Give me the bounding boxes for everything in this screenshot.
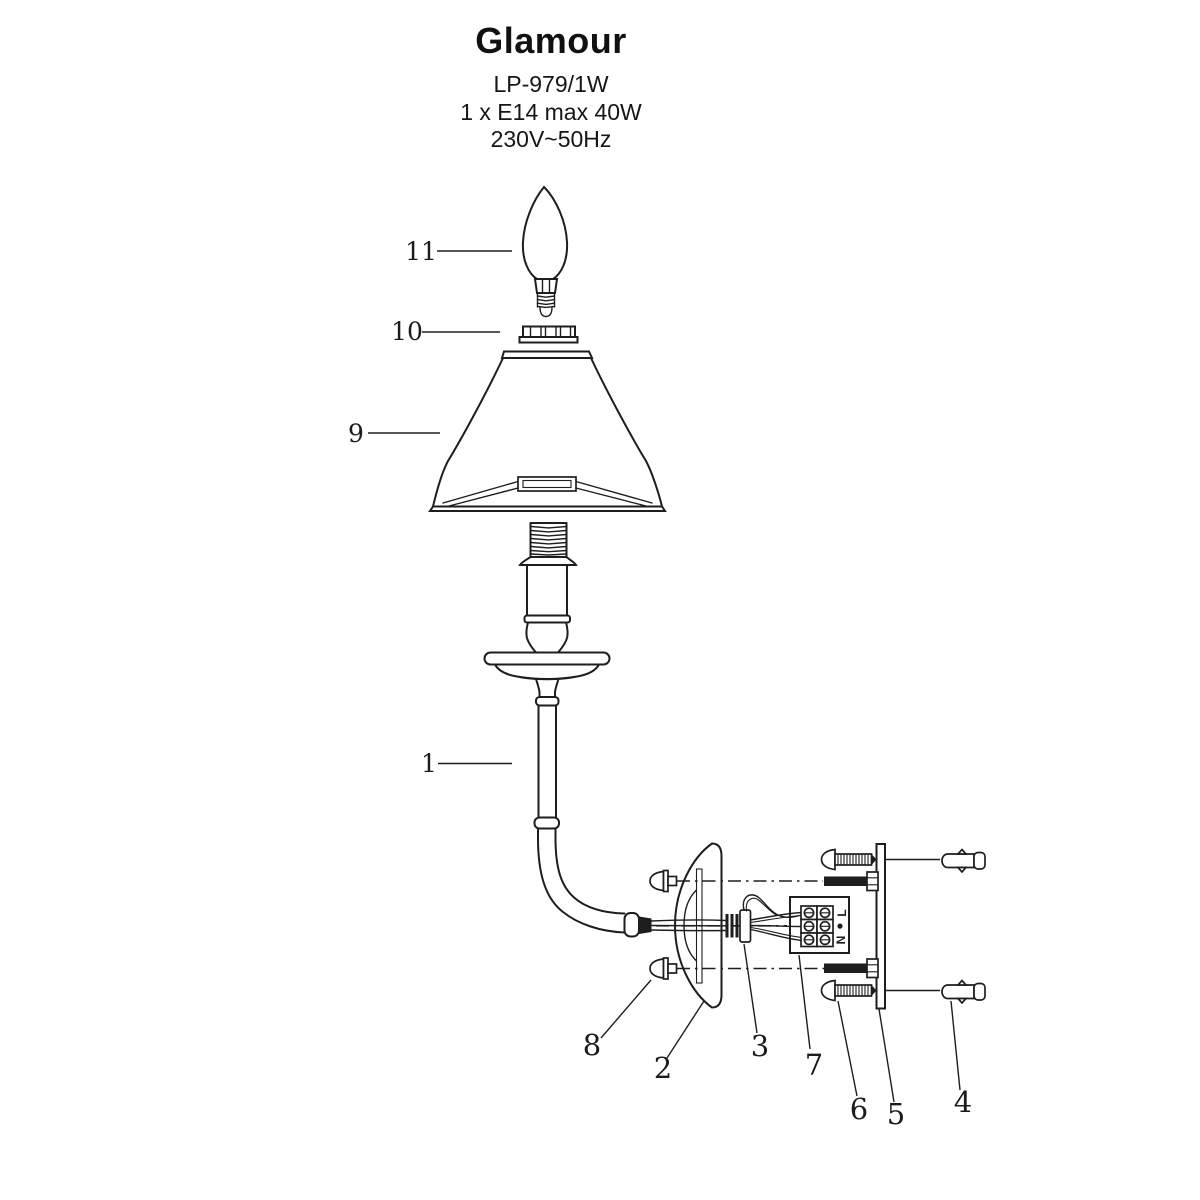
bulb-part [521, 185, 569, 318]
part-label-8: 8 [583, 1028, 601, 1062]
terminal-row-neutral [800, 932, 834, 948]
terminal-label-neutral: N [834, 936, 848, 945]
threaded-stud-top [824, 871, 879, 892]
cap-nut-bottom [649, 957, 678, 980]
terminal-row-live [800, 905, 834, 921]
part-label-11: 11 [405, 237, 437, 266]
product-specs: LP-979/1W 1 x E14 max 40W 230V~50Hz [251, 71, 851, 154]
part-label-3: 3 [751, 1029, 769, 1063]
terminal-row-earth [800, 918, 834, 934]
terminal-block-part: L ● N [742, 894, 850, 954]
part-label-1: 1 [421, 749, 437, 778]
part-number-labels: 11 10 9 1 8 2 3 7 6 5 4 [348, 237, 972, 1131]
bulb-spec: 1 x E14 max 40W [460, 98, 642, 125]
part-label-4: 4 [954, 1085, 972, 1119]
socket-column [483, 522, 611, 707]
voltage-spec: 230V~50Hz [490, 126, 612, 152]
threaded-stud-bottom [824, 958, 879, 979]
part-label-10: 10 [391, 317, 423, 346]
lamp-arm-part [533, 704, 652, 938]
cap-nut-top [649, 869, 678, 893]
mounting-bracket-part [875, 843, 886, 1010]
part-label-2: 2 [654, 1051, 672, 1085]
product-name: Glamour [475, 20, 627, 61]
lampshade-part [428, 350, 667, 512]
mounting-screw-bottom [820, 979, 877, 1002]
part-label-5: 5 [887, 1097, 905, 1131]
shade-ring-part [518, 325, 579, 344]
part-label-6: 6 [850, 1092, 868, 1126]
part-label-7: 7 [805, 1048, 823, 1082]
part-label-9: 9 [348, 419, 364, 448]
model-number: LP-979/1W [493, 71, 609, 97]
cord-grip-part [725, 909, 752, 943]
terminal-label-live: L [835, 909, 849, 916]
terminal-wires [742, 894, 803, 942]
lead-wires [650, 919, 727, 932]
callout-leader-lines [368, 250, 961, 1103]
wall-canopy-part [673, 842, 723, 1009]
wall-anchor-top [941, 848, 986, 874]
title-block: Glamour LP-979/1W 1 x E14 max 40W 230V~5… [251, 0, 851, 154]
wall-anchor-bottom [941, 979, 986, 1005]
mounting-screw-top [820, 848, 877, 871]
terminal-label-earth: ● [836, 919, 843, 933]
